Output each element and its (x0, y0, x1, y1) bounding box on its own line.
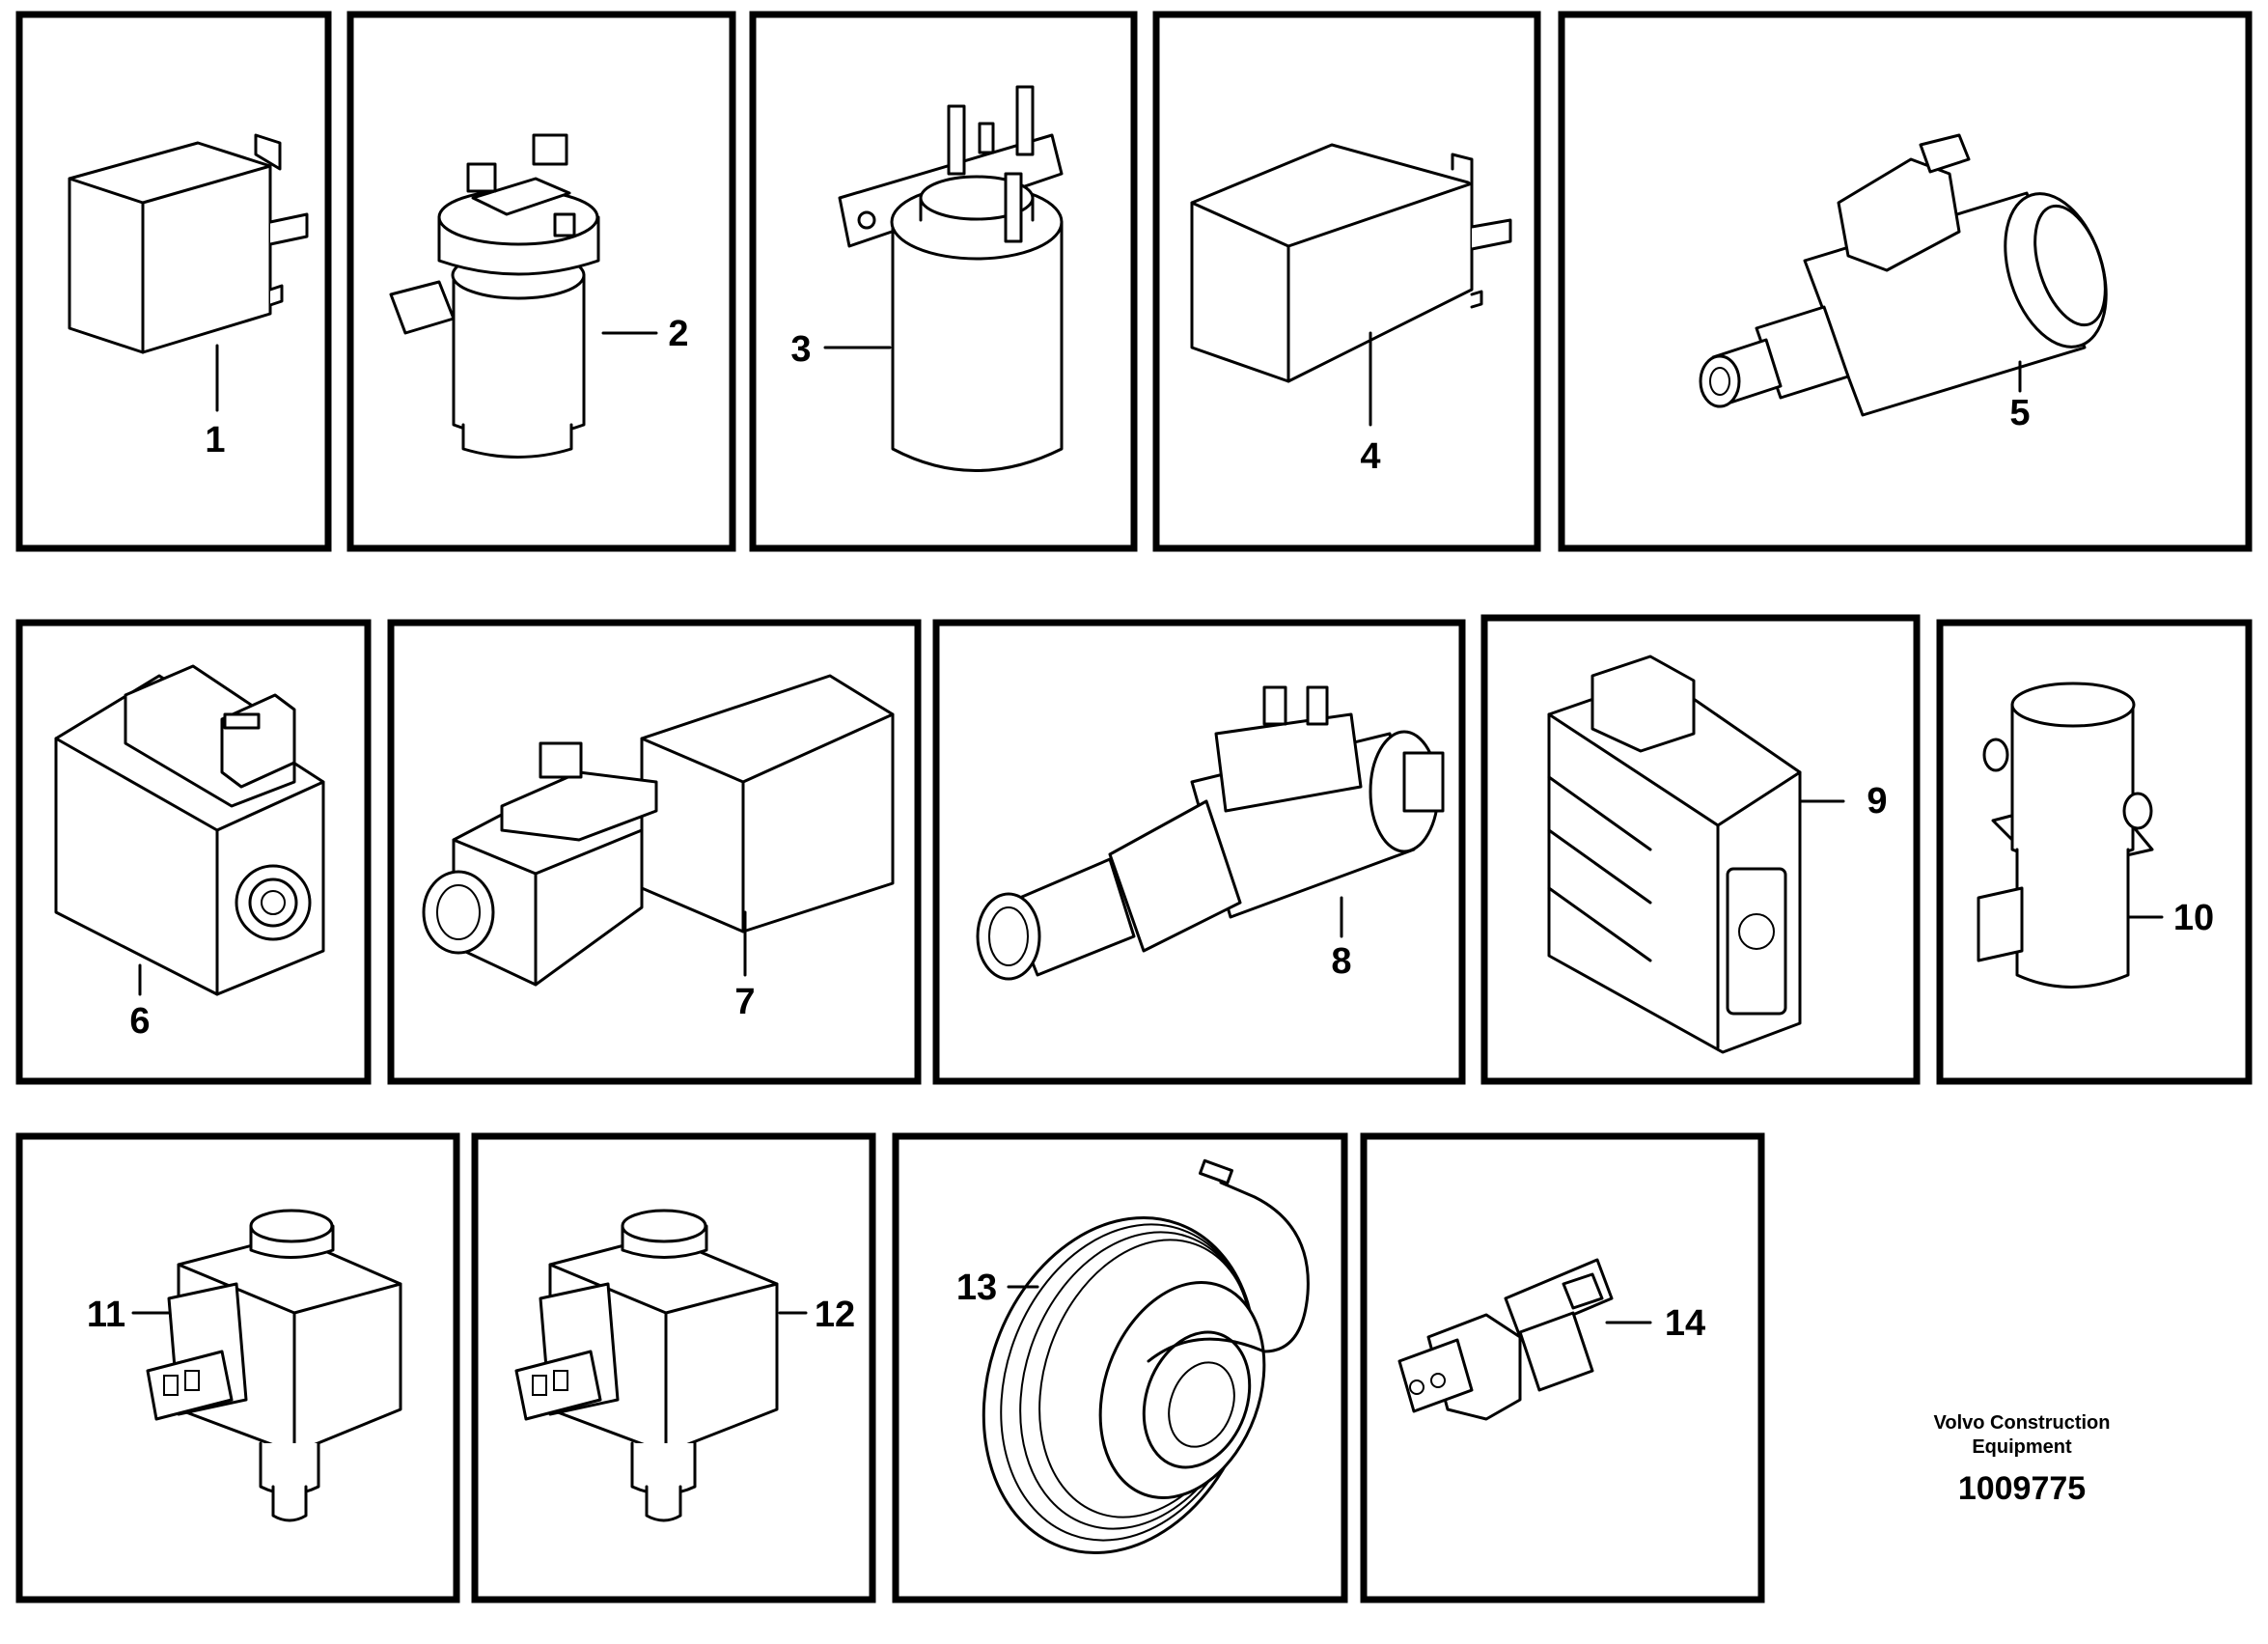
solenoid-switch-drawing (389, 133, 658, 459)
relay-drawing (68, 133, 309, 412)
part-label-9: 9 (1867, 781, 1887, 822)
rectangular-solenoid-drawing (422, 674, 895, 987)
part-label-7: 7 (734, 982, 755, 1022)
part-label-8: 8 (1331, 941, 1351, 982)
part-label-12: 12 (815, 1295, 855, 1335)
panel-part-7[interactable]: 7 (387, 619, 922, 1085)
company-name-line2: Equipment (1972, 1436, 2072, 1458)
panel-part-8[interactable]: 8 (932, 619, 1466, 1085)
panel-part-11[interactable]: 11 (15, 1132, 460, 1603)
part-label-4: 4 (1360, 436, 1380, 477)
part-label-1: 1 (205, 420, 225, 460)
panel-part-14[interactable]: 14 (1360, 1132, 1765, 1603)
drawing-number: 1009775 (1958, 1470, 2086, 1507)
panel-part-12[interactable]: 12 (471, 1132, 876, 1603)
coil-connector-drawing (54, 664, 325, 996)
canister-solenoid-drawing (823, 85, 1064, 472)
part-label-6: 6 (129, 1001, 150, 1042)
temperature-sensor-drawing (1397, 1258, 1652, 1421)
panel-part-1[interactable]: 1 (15, 11, 332, 552)
flat-relay-drawing (1190, 143, 1512, 427)
panel-part-10[interactable]: 10 (1936, 619, 2253, 1085)
panel-part-5[interactable]: 5 (1558, 11, 2253, 552)
solenoid-coil-drawing-12 (514, 1209, 808, 1522)
part-label-2: 2 (668, 314, 688, 354)
proportional-valve-drawing (976, 685, 1445, 981)
part-label-3: 3 (790, 329, 811, 370)
panel-part-13[interactable]: 13 (892, 1132, 1348, 1603)
panel-part-4[interactable]: 4 (1152, 11, 1541, 552)
part-label-10: 10 (2173, 898, 2214, 938)
part-label-11: 11 (87, 1295, 125, 1335)
panel-part-9[interactable]: 9 (1480, 614, 1921, 1085)
solenoid-valve-drawing (1699, 133, 2108, 417)
solenoid-coil-drawing-11 (131, 1209, 402, 1522)
pulley-clutch-drawing (982, 1158, 1310, 1555)
valve-body-drawing (1977, 682, 2164, 989)
drawing-caption: Volvo Construction Equipment 1009775 (1934, 1412, 2111, 1507)
company-name-line1: Volvo Construction (1934, 1412, 2111, 1434)
part-label-14: 14 (1665, 1303, 1705, 1344)
panel-part-3[interactable]: 3 (749, 11, 1138, 552)
coil-module-drawing (1547, 655, 1845, 1054)
panel-part-6[interactable]: 6 (15, 619, 372, 1085)
part-label-5: 5 (2009, 393, 2030, 433)
part-label-13: 13 (956, 1268, 997, 1308)
panel-part-2[interactable]: 2 (346, 11, 736, 552)
